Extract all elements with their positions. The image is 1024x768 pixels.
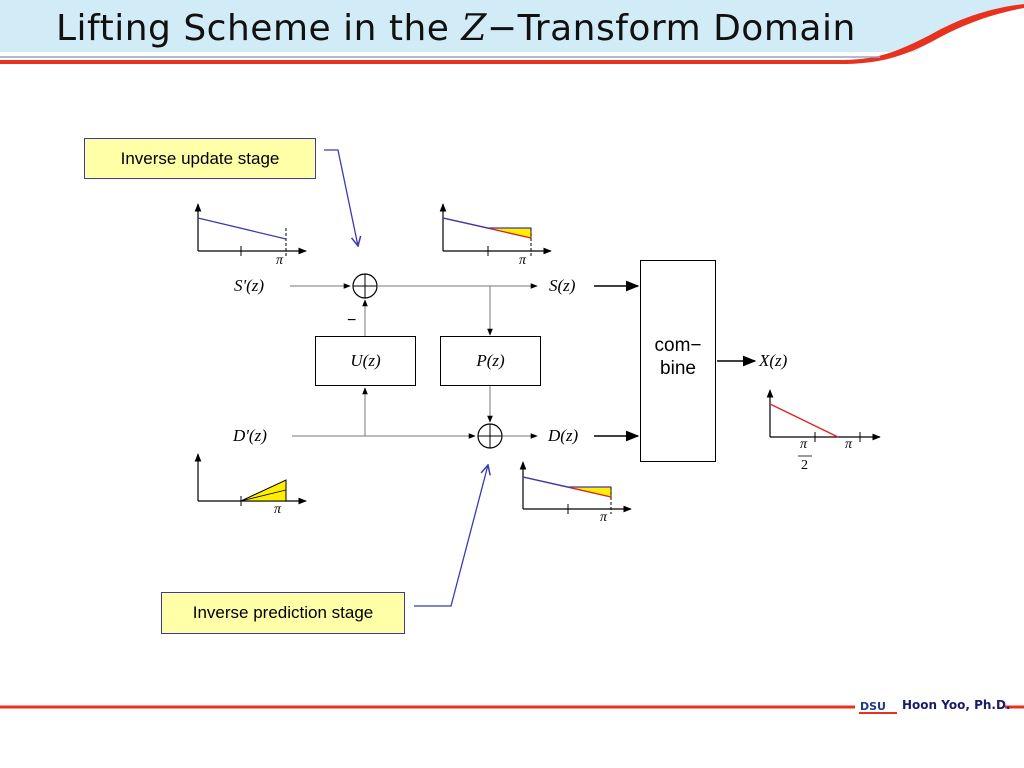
slide-header: Lifting Scheme in the Z−Transform Domain	[0, 0, 1024, 66]
footer-author: Hoon Yoo, Ph.D.	[902, 698, 1011, 712]
dsu-logo: DSU	[859, 698, 899, 716]
update-leader-line	[324, 149, 358, 246]
update-block-label: U(z)	[350, 351, 381, 370]
pi-label-d-prime: π	[274, 502, 282, 517]
callout-inverse-update: Inverse update stage	[84, 138, 316, 179]
spectrum-s-prime	[194, 203, 307, 256]
update-block: U(z)	[315, 336, 416, 386]
predict-block-label: P(z)	[476, 351, 505, 370]
page-title: Lifting Scheme in the Z−Transform Domain	[56, 8, 856, 49]
predict-leader-line	[414, 465, 488, 607]
spectrum-x	[766, 389, 881, 457]
callout-predict-text: Inverse prediction stage	[192, 603, 374, 622]
pi-over-2-numerator: π	[800, 437, 808, 452]
spectrum-d-prime	[194, 453, 307, 506]
minus-sign: −	[347, 312, 357, 329]
pi-label-x: π	[845, 437, 853, 452]
signal-d: D(z)	[548, 426, 579, 445]
pi-over-2-denominator: 2	[801, 458, 808, 473]
combine-block: com− bine	[640, 260, 716, 462]
predict-block: P(z)	[440, 336, 541, 386]
pi-label-s-prime: π	[276, 253, 284, 268]
combine-label-line1: com−	[654, 335, 702, 356]
signal-s-prime: S'(z)	[234, 276, 265, 295]
callout-inverse-prediction: Inverse prediction stage	[161, 592, 405, 634]
signal-s: S(z)	[549, 276, 576, 295]
title-text-suffix: −Transform Domain	[486, 8, 856, 49]
spectrum-s	[439, 203, 552, 256]
title-text-prefix: Lifting Scheme in the	[56, 8, 462, 49]
header-background	[0, 0, 1024, 64]
spectrum-d	[519, 461, 632, 514]
signal-d-prime: D'(z)	[233, 426, 267, 445]
title-z-variable: Z	[461, 8, 487, 49]
pi-label-d: π	[600, 510, 608, 525]
signal-x: X(z)	[759, 351, 788, 370]
callout-update-text: Inverse update stage	[120, 148, 280, 168]
pi-label-s: π	[519, 253, 527, 268]
svg-text:DSU: DSU	[860, 700, 886, 713]
combine-label-line2: bine	[660, 358, 696, 379]
